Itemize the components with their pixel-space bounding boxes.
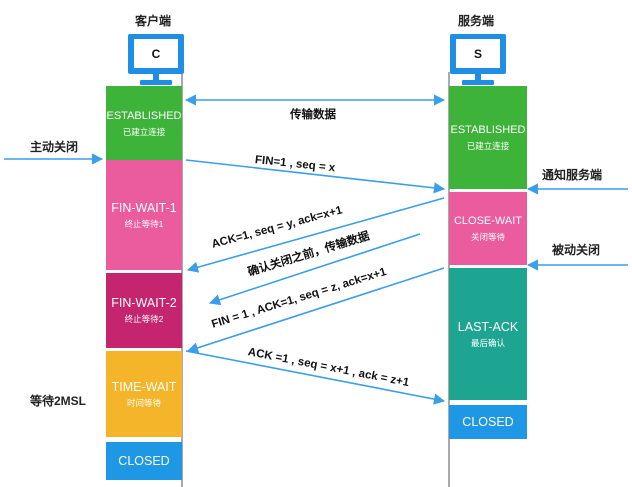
state-name: LAST-ACK <box>457 319 519 334</box>
state-name: ESTABLISHED <box>450 124 526 136</box>
client-monitor-letter: C <box>151 46 161 61</box>
server-state-closed: CLOSED <box>449 405 527 439</box>
state-name: CLOSED <box>118 454 170 468</box>
server-state-last-ack: LAST-ACK 最后确认 <box>449 268 527 400</box>
client-state-fin-wait-1: FIN-WAIT-1 终止等待1 <box>106 160 182 270</box>
state-name: FIN-WAIT-2 <box>111 296 177 310</box>
state-desc: 关闭等待 <box>470 232 505 242</box>
notify-server-label: 通知服务端 <box>542 168 603 182</box>
client-monitor-icon <box>128 34 184 85</box>
active-close-label: 主动关闭 <box>30 140 79 154</box>
server-monitor-icon <box>450 34 506 85</box>
state-name: CLOSE-WAIT <box>453 215 523 227</box>
state-name: CLOSED <box>462 415 514 429</box>
ack2-arrow <box>185 350 446 405</box>
passive-close-label: 被动关闭 <box>552 243 601 257</box>
client-state-established: ESTABLISHED 已建立连接 <box>106 86 182 160</box>
fin2-arrow <box>186 267 445 354</box>
server-label: 服务端 <box>458 14 495 28</box>
client-state-closed: CLOSED <box>106 442 182 480</box>
state-desc: 最后确认 <box>470 337 505 348</box>
state-desc: 已建立连接 <box>122 126 166 137</box>
server-monitor-letter: S <box>473 46 482 61</box>
client-state-fin-wait-2: FIN-WAIT-2 终止等待2 <box>106 273 182 348</box>
state-desc: 终止等待1 <box>124 218 164 229</box>
server-state-close-wait: CLOSE-WAIT 关闭等待 <box>449 192 527 265</box>
state-desc: 已建立连接 <box>466 141 510 151</box>
confirm-transfer-arrow <box>208 233 421 306</box>
wait-2msl-label: 等待2MSL <box>30 394 87 408</box>
state-desc: 终止等待2 <box>124 314 164 324</box>
state-name: FIN-WAIT-1 <box>111 200 177 215</box>
client-label: 客户端 <box>135 14 172 28</box>
client-state-time-wait: TIME-WAIT 时间等待 <box>106 351 182 437</box>
transfer-data-label: 传输数据 <box>290 109 336 121</box>
ack1-arrow <box>186 197 445 273</box>
state-desc: 时间等待 <box>126 397 161 408</box>
state-name: TIME-WAIT <box>111 379 177 394</box>
server-state-established: ESTABLISHED 已建立连接 <box>449 86 527 189</box>
state-name: ESTABLISHED <box>106 109 182 122</box>
fin1-arrow <box>185 159 446 194</box>
